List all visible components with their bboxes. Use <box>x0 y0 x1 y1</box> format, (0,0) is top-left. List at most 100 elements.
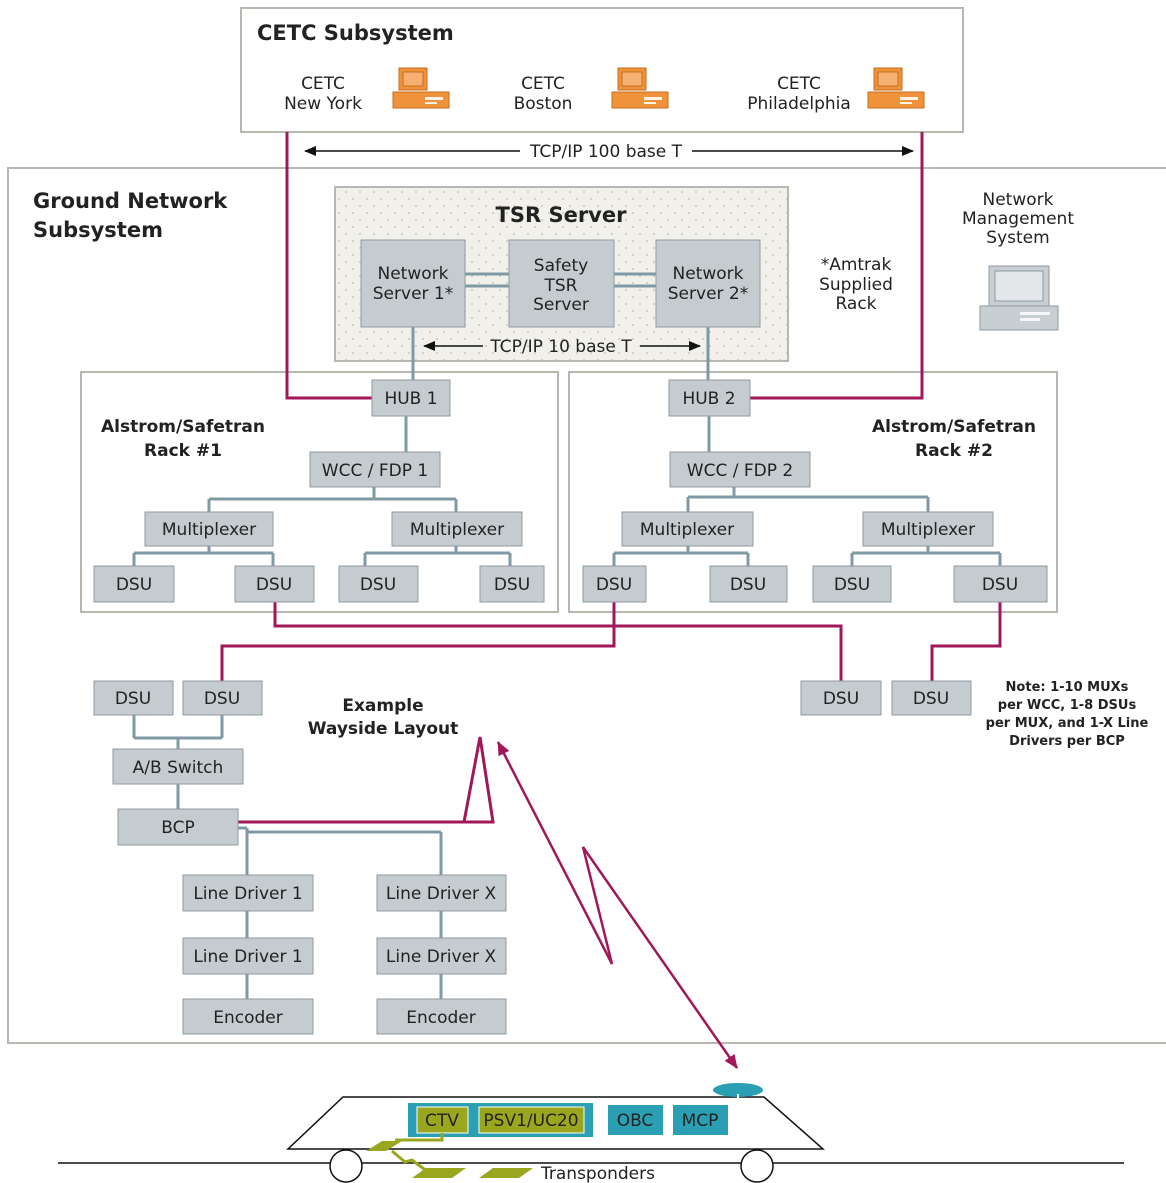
multiplexer-label: Multiplexer <box>410 520 504 540</box>
dsu-label: DSU <box>116 575 152 595</box>
ctv-label: CTV <box>425 1111 459 1131</box>
line-driver-box <box>182 874 314 912</box>
dsu-box <box>93 680 174 716</box>
obc-label: OBC <box>617 1111 654 1131</box>
mcp-box <box>673 1105 728 1135</box>
dsu-box <box>479 565 545 603</box>
dsu-label: DSU <box>913 689 949 709</box>
transponder-icon <box>412 1168 466 1178</box>
hub-2-box <box>668 379 751 417</box>
line-driver-box <box>182 937 314 975</box>
ab-switch-box <box>112 748 244 785</box>
network-server-2-label-2: Server 2* <box>668 284 748 304</box>
dsu-label: DSU <box>256 575 292 595</box>
dsu-box <box>800 680 882 716</box>
ab-switch-label: A/B Switch <box>133 758 224 778</box>
psv-box <box>478 1106 585 1134</box>
hub-1-label: HUB 1 <box>384 389 437 409</box>
hub-2-label: HUB 2 <box>682 389 735 409</box>
multiplexer-label: Multiplexer <box>881 520 975 540</box>
dsu-box <box>234 565 315 603</box>
cetc-title: CETC Subsystem <box>257 21 454 45</box>
multiplexer-box <box>391 511 523 547</box>
dsu-label: DSU <box>115 689 151 709</box>
wcc-fdp-2-box <box>669 451 811 488</box>
safety-tsr-label-1: Safety <box>534 256 588 276</box>
cetc-ny-label-1: CETC <box>301 74 345 94</box>
cetc-boston-label-2: Boston <box>514 94 573 114</box>
line-driver-box <box>376 937 507 975</box>
network-server-2-label-1: Network <box>673 264 744 284</box>
transponder-signal-icon <box>391 1149 429 1174</box>
mcp-label: MCP <box>682 1111 719 1131</box>
multiplexer-label: Multiplexer <box>640 520 734 540</box>
psv-label: PSV1/UC20 <box>483 1111 578 1131</box>
rack-1-label-1: Alstrom/Safetran <box>101 417 265 437</box>
radio-link-to-wayside <box>496 741 614 965</box>
encoder-label: Encoder <box>213 1008 283 1028</box>
multiplexer-label: Multiplexer <box>162 520 256 540</box>
dsu-label: DSU <box>730 575 766 595</box>
dsu-box <box>338 565 419 603</box>
radio-link-to-train <box>581 846 739 1069</box>
dsu-label: DSU <box>834 575 870 595</box>
cetc-ny-label-2: New York <box>284 94 362 114</box>
line-driver-box <box>376 874 507 912</box>
encoder-box <box>182 998 314 1035</box>
obc-box <box>608 1105 663 1135</box>
wcc-fdp-1-box <box>309 451 441 488</box>
encoder-box <box>376 998 507 1035</box>
wayside-label-1: Example <box>342 696 423 716</box>
wayside-label-2: Wayside Layout <box>308 719 459 739</box>
amtrak-note-2: Supplied <box>819 275 893 295</box>
dsu-label: DSU <box>494 575 530 595</box>
rack-2-label-1: Alstrom/Safetran <box>872 417 1036 437</box>
safety-tsr-label-3: Server <box>533 295 589 315</box>
nms-label-1: Network <box>983 190 1054 210</box>
line-driver-label: Line Driver X <box>386 884 497 904</box>
dsu-box <box>93 565 175 603</box>
dsu-box <box>182 680 263 716</box>
line-driver-label: Line Driver 1 <box>193 947 302 967</box>
tcp100-label: TCP/IP 100 base T <box>529 142 683 162</box>
bcp-label: BCP <box>161 818 195 838</box>
transponder-icon <box>366 1141 402 1151</box>
computer-icon <box>979 265 1059 331</box>
dsu-box <box>812 565 892 603</box>
amtrak-note-3: Rack <box>835 294 876 314</box>
encoder-label: Encoder <box>406 1008 476 1028</box>
note-line-4: Drivers per BCP <box>1009 734 1125 749</box>
train-wheel <box>740 1149 774 1183</box>
transponder-icon <box>479 1168 533 1178</box>
tree-connectors <box>132 327 1002 999</box>
multiplexer-box <box>621 511 754 547</box>
rack-2-label-2: Rack #2 <box>915 441 993 461</box>
dsu-label: DSU <box>204 689 240 709</box>
train-wheel <box>329 1149 363 1183</box>
line-driver-label: Line Driver 1 <box>193 884 302 904</box>
cetc-philadelphia-label-2: Philadelphia <box>747 94 851 114</box>
multiplexer-box <box>144 511 274 547</box>
dsu-box <box>582 565 647 603</box>
transponders-label: Transponders <box>540 1164 655 1183</box>
nms-label-2: Management <box>962 209 1074 229</box>
tsr-title: TSR Server <box>496 203 628 227</box>
dsu-label: DSU <box>823 689 859 709</box>
safety-tsr-label-2: TSR <box>544 276 578 296</box>
rack-1-label-2: Rack #1 <box>144 441 222 461</box>
cetc-subsystem-panel <box>240 7 964 133</box>
amtrak-note-1: *Amtrak <box>821 255 892 275</box>
ground-network-title-1: Ground Network <box>33 189 228 213</box>
cetc-philadelphia-label-1: CETC <box>777 74 821 94</box>
safety-tsr-server-box <box>508 239 615 328</box>
dsu-box <box>709 565 788 603</box>
dsu-box <box>891 680 972 716</box>
dsu-label: DSU <box>982 575 1018 595</box>
magenta-links <box>220 132 1002 824</box>
note-line-1: Note: 1-10 MUXs <box>1006 680 1129 695</box>
ctv-box <box>416 1106 469 1134</box>
network-server-1-label-2: Server 1* <box>373 284 453 304</box>
note-line-3: per MUX, and 1-X Line <box>986 716 1149 731</box>
note-line-2: per WCC, 1-8 DSUs <box>998 698 1137 713</box>
hub-1-box <box>371 379 451 417</box>
